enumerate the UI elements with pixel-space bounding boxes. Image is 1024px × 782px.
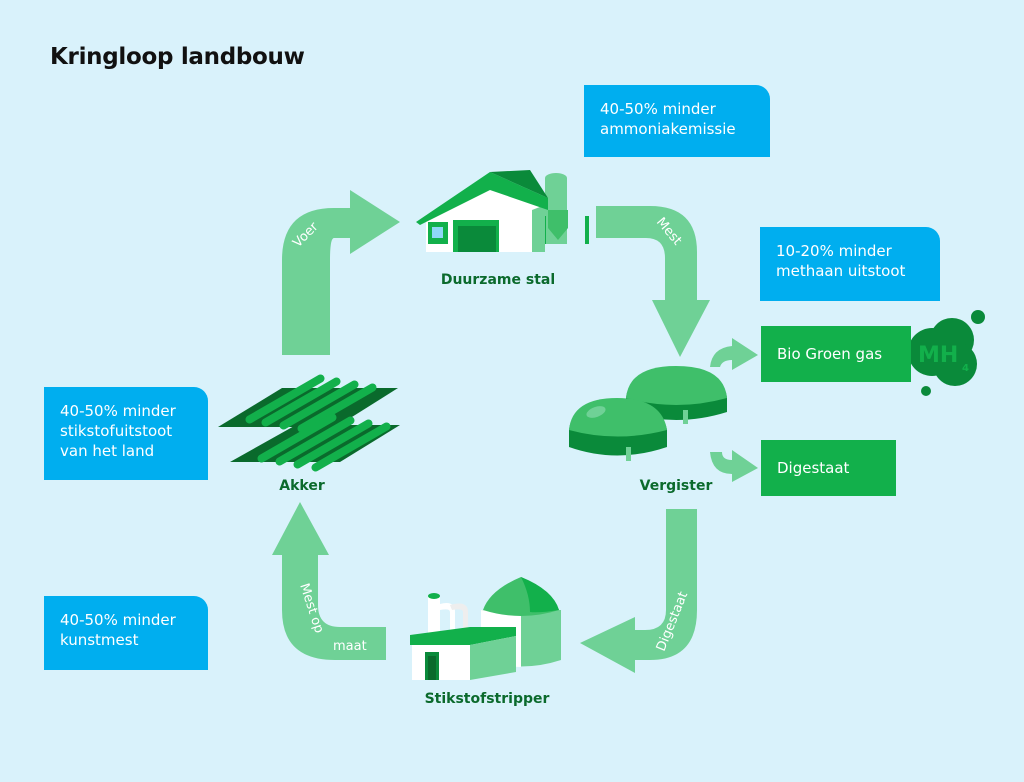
node-label-stripper: Stikstofstripper [424,691,550,707]
arrow-mest-op-maat-label-2: maat [333,639,367,654]
arrow-digestaat: Digestaat [580,509,697,673]
output-biogas-label: Bio Groen gas [777,345,883,363]
info-line: methaan uitstoot [776,262,906,280]
info-line: 40-50% minder [60,611,176,629]
arrow-voer-shape [282,190,400,355]
info-line: 10-20% minder [776,242,892,260]
info-box-fertilizer: 40-50% minder kunstmest [44,596,208,670]
arrow-mest-op-maat-shape [272,502,386,660]
info-line: 40-50% minder [600,100,716,118]
output-digestate-label: Digestaat [777,459,850,477]
vergister-icon [569,366,727,461]
akker-icon [218,374,400,472]
arrow-mest-op-maat: Mest op maat [272,502,386,660]
output-biogas: Bio Groen gas [761,326,911,382]
info-line: 40-50% minder [60,402,176,420]
arrow-mest: Mest [596,206,710,357]
arrow-to-digestate [710,450,758,482]
info-box-nitrogen: 40-50% minder stikstofuitstoot van het l… [44,387,208,480]
arrow-voer: Voer [282,190,400,355]
info-line: van het land [60,442,155,460]
info-line: kunstmest [60,631,139,649]
arrow-to-biogas [710,338,758,370]
node-label-stal: Duurzame stal [440,272,556,288]
output-digestate: Digestaat [761,440,896,496]
page-title: Kringloop landbouw [50,44,305,70]
methane-subscript: 4 [962,363,969,374]
stal-icon [416,170,589,252]
node-label-vergister: Vergister [639,478,713,494]
info-box-ammonia: 40-50% minder ammoniakemissie [584,85,770,157]
arrow-digestaat-shape [580,509,697,673]
info-box-methane: 10-20% minder methaan uitstoot [760,227,940,301]
info-line: stikstofuitstoot [60,422,173,440]
info-line: ammoniakemissie [600,120,736,138]
node-label-akker: Akker [279,478,325,494]
stikstofstripper-icon [410,577,561,680]
methane-molecule-icon: MH 4 [908,310,985,396]
arrow-mest-shape [596,206,710,357]
methane-formula: MH [918,343,958,368]
